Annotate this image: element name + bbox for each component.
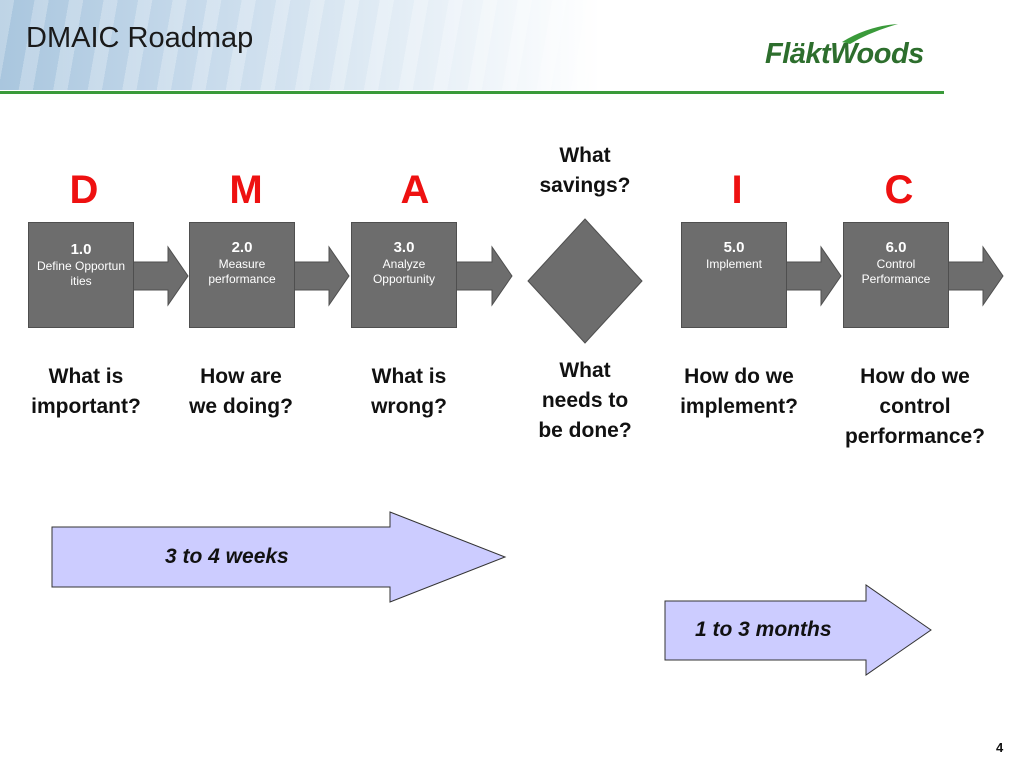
step-label: Define Opportunities [36, 259, 126, 288]
step-number: 5.0 [723, 239, 745, 256]
connector-arrow-2 [290, 245, 350, 307]
step-box-define: 1.0 Define Opportunities [28, 222, 134, 328]
question-line: How do we [860, 365, 970, 388]
step-box-control: 6.0 Control Performance [843, 222, 949, 328]
question-line: be done? [538, 419, 632, 442]
step-label: Implement [705, 257, 763, 271]
slide-header: DMAIC Roadmap FläktWoods [0, 0, 1024, 94]
connector-arrow-6 [944, 245, 1004, 307]
question-analyze: What is wrong? [339, 362, 479, 422]
step-label: Control Performance [861, 257, 931, 286]
question-control: How do we control performance? [826, 362, 1004, 452]
timeline-arrow-weeks [51, 511, 507, 603]
step-box-analyze: 3.0 Analyze Opportunity [351, 222, 457, 328]
header-divider-line [0, 91, 944, 94]
question-line: What [559, 359, 611, 382]
step-number: 1.0 [70, 241, 92, 258]
header-sky-background [0, 0, 600, 90]
question-line: we doing? [189, 395, 293, 418]
question-line: important? [31, 395, 141, 418]
connector-arrow-1 [129, 245, 189, 307]
question-measure: How are we doing? [171, 362, 311, 422]
timeline-label-months: 1 to 3 months [695, 618, 832, 641]
question-implement: How do we implement? [664, 362, 814, 422]
connector-arrow-5 [782, 245, 842, 307]
company-logo: FläktWoods [765, 38, 924, 70]
question-line: performance? [844, 425, 986, 448]
question-line: What is [48, 365, 124, 388]
timeline-label-weeks: 3 to 4 weeks [165, 545, 289, 568]
question-line: implement? [680, 395, 798, 418]
question-line: needs to [541, 389, 629, 412]
question-line: wrong? [371, 395, 447, 418]
connector-arrow-3 [453, 245, 513, 307]
step-number: 3.0 [393, 239, 415, 256]
question-line: How do we [684, 365, 794, 388]
question-decision: What needs to be done? [515, 356, 655, 446]
question-line: What is [371, 365, 447, 388]
question-define: What is important? [16, 362, 156, 422]
logo-swoosh-icon [842, 24, 898, 44]
step-box-measure: 2.0 Measure performance [189, 222, 295, 328]
decision-question: What savings? [525, 141, 645, 201]
phase-letter-define: D [69, 168, 99, 212]
page-number: 4 [996, 740, 1004, 755]
step-label: Measure performance [208, 257, 276, 286]
decision-question-line1: What [559, 144, 611, 167]
slide-title: DMAIC Roadmap [26, 22, 254, 54]
step-number: 2.0 [231, 239, 253, 256]
step-label: Analyze Opportunity [372, 257, 436, 286]
phase-letter-measure: M [229, 168, 263, 212]
decision-diamond [527, 218, 643, 344]
question-line: How are [200, 365, 282, 388]
timeline-arrow-months [664, 584, 932, 676]
phase-letter-control: C [884, 168, 914, 212]
decision-question-line2: savings? [539, 174, 631, 197]
phase-letter-implement: I [731, 168, 743, 212]
step-number: 6.0 [885, 239, 907, 256]
step-box-implement: 5.0 Implement [681, 222, 787, 328]
question-line: control [879, 395, 951, 418]
phase-letter-analyze: A [400, 168, 430, 212]
